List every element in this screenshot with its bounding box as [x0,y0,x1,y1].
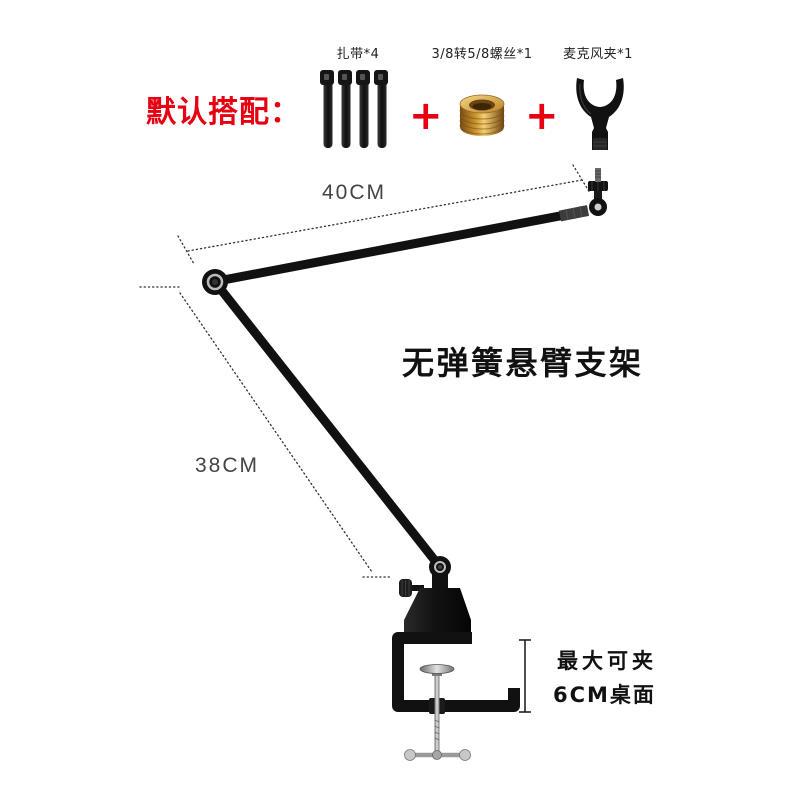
screw-adapter-icon [459,94,505,136]
upper-arm [213,210,570,286]
boom-arm [202,168,608,590]
c-clamp-frame [392,632,520,712]
t-handle [404,749,471,761]
end-joint [589,198,607,216]
cable-tie [338,70,352,148]
cable-ties-icon [320,70,388,148]
clamp-base-block [404,588,471,634]
mic-mount-stud [588,168,608,204]
clamp-screw [419,664,455,756]
accessories-label: 默认搭配： [146,95,301,130]
lower-arm-length-label: 38CM [195,454,260,477]
desk-clamp [392,579,520,761]
elbow-joint [202,269,228,295]
lower-arm [210,277,445,572]
clamp-capacity-line1: 最大可夹 [557,649,657,673]
upper-arm-dimension-line [177,164,591,265]
base-joint [429,556,451,590]
cable-tie [374,70,388,148]
tension-knob [399,579,424,597]
tension-sleeve [558,205,590,222]
plus-sign: + [525,93,559,139]
cable-tie [320,70,334,148]
plus-sign: + [409,93,443,139]
clamp-range-bracket [519,639,531,713]
accessory-name-screw-adapter: 3/8转5/8螺丝*1 [431,47,533,62]
accessory-name-cable-ties: 扎带*4 [336,47,380,62]
mic-clip-icon [576,78,624,150]
clamp-capacity-line2: 6CM桌面 [553,683,656,707]
product-title: 无弹簧悬臂支架 [402,344,644,382]
accessory-name-mic-clip: 麦克风夹*1 [563,47,633,62]
pressure-pad [419,664,455,674]
upper-arm-length-label: 40CM [322,181,387,204]
cable-tie [356,70,370,148]
lower-arm-dimension-line [139,286,391,578]
